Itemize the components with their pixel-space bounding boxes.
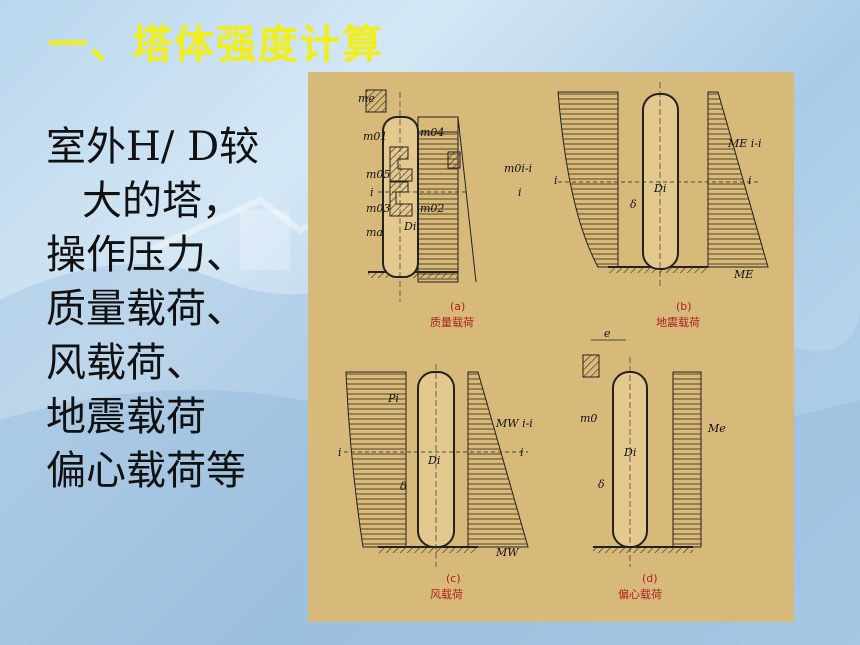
list-item: 室外H/ D较 (46, 124, 260, 170)
label-delta: δ (598, 478, 605, 491)
label-m0: m0 (580, 412, 597, 425)
label-di: Di (427, 454, 440, 467)
label-m04: m04 (420, 126, 444, 139)
list-item: 大的塔， (82, 178, 242, 224)
label-mw: MW (495, 546, 520, 559)
list-item: 操作压力、 (46, 232, 246, 278)
label-m02: m02 (420, 202, 444, 215)
label-me: me (358, 92, 375, 105)
panel-a-letter: (a) (450, 300, 465, 313)
label-m03: m03 (366, 202, 390, 215)
label-me: ME (733, 268, 753, 281)
panel-c-letter: (c) (446, 572, 461, 585)
label-m01: m01 (363, 130, 387, 143)
label-m05: m05 (366, 168, 390, 181)
label-i-left: i (370, 186, 374, 199)
label-i-right: i (518, 186, 522, 199)
panel-d-caption: 偏心载荷 (618, 587, 662, 601)
label-delta: δ (630, 198, 637, 211)
label-di: Di (653, 182, 666, 195)
panel-a: me m01 m04 m05 m03 m02 ma m0i-i Di i i (… (358, 89, 532, 329)
label-delta: δ (400, 480, 407, 493)
label-i-right: i (520, 446, 524, 459)
slide-title: 一、塔体强度计算 (48, 22, 384, 68)
panel-b-letter: (b) (676, 300, 692, 313)
list-item: 地震载荷 (46, 394, 206, 440)
list-item: 质量载荷、 (46, 286, 246, 332)
panel-b-caption: 地震载荷 (656, 316, 700, 329)
list-item: 风载荷、 (46, 340, 206, 386)
label-me-ii: ME i-i (727, 137, 762, 150)
label-i-right: i (748, 174, 752, 187)
list-item: 偏心载荷等 (46, 448, 246, 494)
panel-c-caption: 风载荷 (430, 588, 463, 601)
label-mw-ii: MW i-i (495, 417, 533, 430)
label-ma: ma (366, 226, 383, 239)
load-list: 室外H/ D较 大的塔， 操作压力、 质量载荷、 风载荷、 地震载荷 偏心载荷等 (46, 120, 306, 498)
label-i-left: i (338, 446, 342, 459)
label-di: Di (623, 446, 636, 459)
label-me: Me (707, 422, 726, 435)
panel-a-caption: 质量载荷 (430, 316, 474, 329)
label-di: Di (403, 220, 416, 233)
label-i-left: i (554, 174, 558, 187)
label-m0-ii: m0i-i (504, 162, 532, 175)
panel-b: ME i-i ME Di δ i i (b) 地震载荷 (554, 82, 769, 329)
panel-d-letter: (d) (642, 572, 658, 585)
load-diagrams: me m01 m04 m05 m03 m02 ma m0i-i Di i i (… (338, 82, 769, 601)
panel-d: e m0 Me Di δ (d) 偏心载荷 (580, 327, 726, 601)
load-diagram-figure: me m01 m04 m05 m03 m02 ma m0i-i Di i i (… (308, 72, 794, 622)
label-e: e (604, 327, 611, 340)
label-pi: Pi (387, 392, 399, 405)
panel-c: Pi MW i-i MW Di δ i i (c) 风载荷 (338, 364, 533, 601)
